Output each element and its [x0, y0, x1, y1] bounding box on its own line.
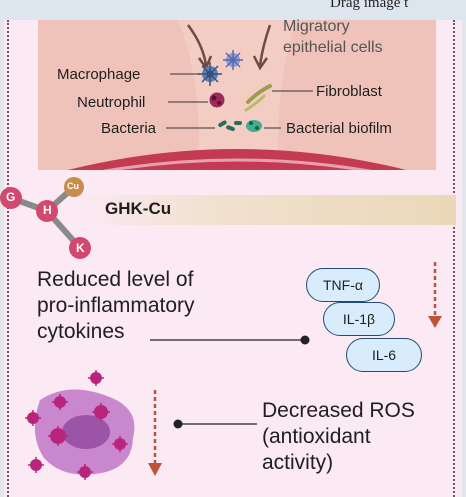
- ghk-cu-band: [80, 195, 456, 225]
- bacteria-label: Bacteria: [101, 120, 157, 137]
- ros-text-line1: Decreased ROS: [262, 399, 415, 422]
- bacterial-biofilm-icon: [246, 120, 262, 132]
- k-atom-label: K: [76, 241, 85, 255]
- fibroblast-icon: [244, 84, 272, 112]
- ghk-cu-molecule: [0, 177, 91, 259]
- cu-atom-label: Cu: [67, 181, 79, 191]
- ros-text-line3: activity): [262, 451, 334, 474]
- ros-connector-dot: [173, 419, 183, 429]
- ros-text-line2: (antioxidant: [262, 425, 371, 448]
- cytokine-connector-dot: [300, 335, 310, 345]
- epithelial-cell-icon: [223, 50, 243, 70]
- cytokine-decrease-arrowhead: [428, 316, 442, 328]
- k-atom: [69, 237, 91, 259]
- top-bar: Drag image t: [0, 0, 466, 20]
- cytokines-text-line1: Reduced level of: [37, 268, 194, 291]
- cytokines-text-line3: cytokines: [37, 320, 125, 343]
- g-atom-label: G: [6, 190, 16, 204]
- ghk-cu-title: GHK-Cu: [105, 199, 172, 218]
- fibroblast-label: Fibroblast: [316, 83, 382, 100]
- migratory-label-line2: epithelial cells: [283, 39, 383, 56]
- cytokine-pill-tnf: TNF-α: [306, 268, 380, 302]
- ros-decrease-arrowhead: [148, 463, 162, 476]
- drag-image-hint: Drag image t: [330, 0, 409, 11]
- ros-spikes: [25, 370, 128, 480]
- cytokines-text-line2: pro-inflammatory: [37, 294, 195, 317]
- cu-atom: [64, 177, 84, 197]
- right-dotted-border: [453, 20, 455, 497]
- macrophage-icon: [198, 62, 222, 86]
- left-dotted-border: [7, 20, 9, 497]
- bacterial-biofilm-label: Bacterial biofilm: [286, 120, 392, 137]
- cytokine-pill-il6: IL-6: [346, 338, 422, 372]
- migratory-label-line1: Migratory: [283, 18, 350, 35]
- cell-nucleus: [62, 415, 110, 449]
- h-atom-label: H: [43, 203, 52, 217]
- g-atom: [0, 187, 22, 209]
- cytokine-pill-il1b: IL-1β: [323, 302, 395, 336]
- neutrophil-icon: [209, 92, 225, 108]
- bacteria-icon: [218, 120, 242, 132]
- neutrophil-label: Neutrophil: [77, 94, 146, 111]
- macrophage-label: Macrophage: [57, 66, 141, 83]
- wound-illustration: [38, 20, 436, 170]
- h-atom: [36, 200, 58, 222]
